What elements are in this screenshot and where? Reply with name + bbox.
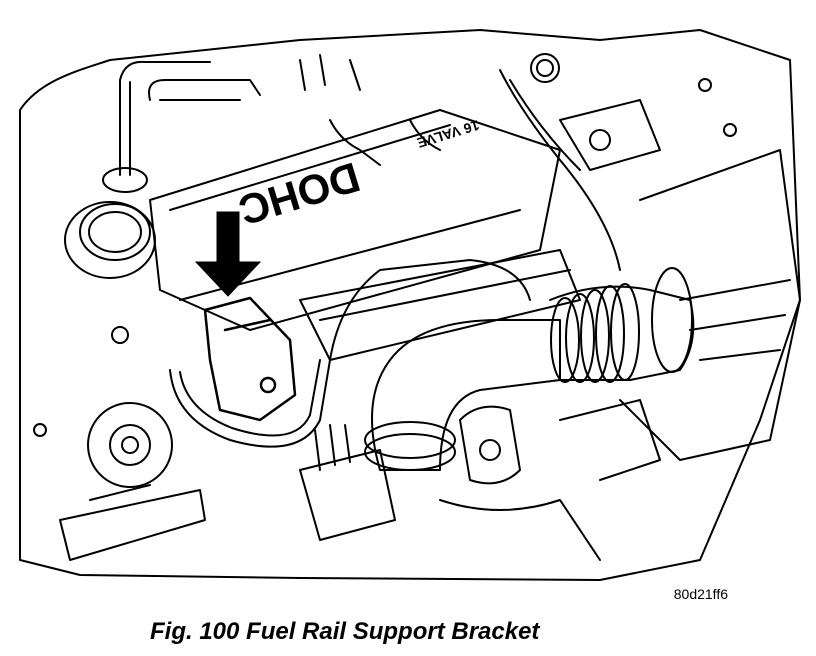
oil-filler-cap xyxy=(64,201,156,279)
valve-label: 16 VALVE xyxy=(415,117,481,151)
intake-elbow xyxy=(364,319,561,471)
engine-bay-outline xyxy=(19,29,801,581)
figure-caption: Fig. 100 Fuel Rail Support Bracket xyxy=(150,618,540,645)
wiring-harness xyxy=(169,259,531,448)
dohc-label: DOHC xyxy=(233,153,365,234)
figure-code: 80d21ff6 xyxy=(673,586,728,602)
fuel-rail-support-bracket xyxy=(203,296,297,422)
pulley xyxy=(87,402,173,488)
vacuum-hose xyxy=(119,60,211,176)
air-cleaner-box xyxy=(619,149,801,461)
air-intake-duct xyxy=(549,267,695,383)
fuel-rail xyxy=(299,249,581,361)
electrical-connector xyxy=(299,449,396,541)
pointer-arrow xyxy=(194,211,262,297)
valve-cover-lettering: DOHC 16 VALVE xyxy=(233,117,481,234)
engine-illustration: DOHC 16 VALVE xyxy=(19,29,801,581)
